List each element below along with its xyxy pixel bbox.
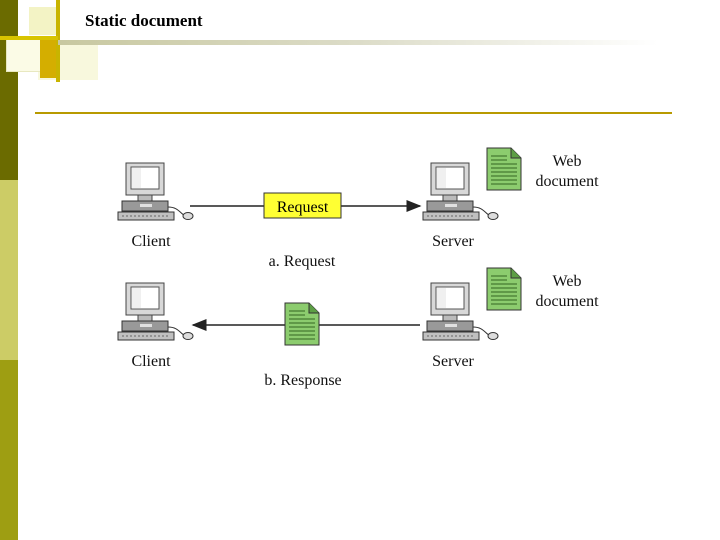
- response-web-document-icon: [486, 267, 522, 311]
- slide-title: Static document: [85, 11, 203, 30]
- request-caption: a. Request: [269, 253, 336, 270]
- response-doc-label-document: document: [535, 293, 599, 310]
- response-document-icon: [284, 302, 320, 346]
- title-underline: [58, 40, 658, 45]
- corner-decoration: [40, 38, 58, 78]
- corner-decoration: [0, 36, 58, 40]
- response-client-label: Client: [131, 353, 171, 370]
- sidebar-band-bottom: [0, 360, 18, 540]
- request-message-label: Request: [277, 199, 329, 216]
- request-doc-label-document: document: [535, 173, 599, 190]
- request-web-document-icon: [486, 147, 522, 191]
- title-separator: [35, 112, 672, 114]
- response-client-computer-icon: [117, 282, 194, 341]
- request-client-computer-icon: [117, 162, 194, 221]
- response-caption: b. Response: [264, 372, 341, 389]
- response-server-label: Server: [432, 353, 474, 370]
- sidebar-band-middle: [0, 180, 18, 360]
- corner-decoration: [29, 7, 57, 35]
- request-message-box: [263, 192, 342, 219]
- request-server-label: Server: [432, 233, 474, 250]
- request-client-label: Client: [131, 233, 171, 250]
- request-doc-label-web: Web: [553, 153, 582, 170]
- response-doc-label-web: Web: [553, 273, 582, 290]
